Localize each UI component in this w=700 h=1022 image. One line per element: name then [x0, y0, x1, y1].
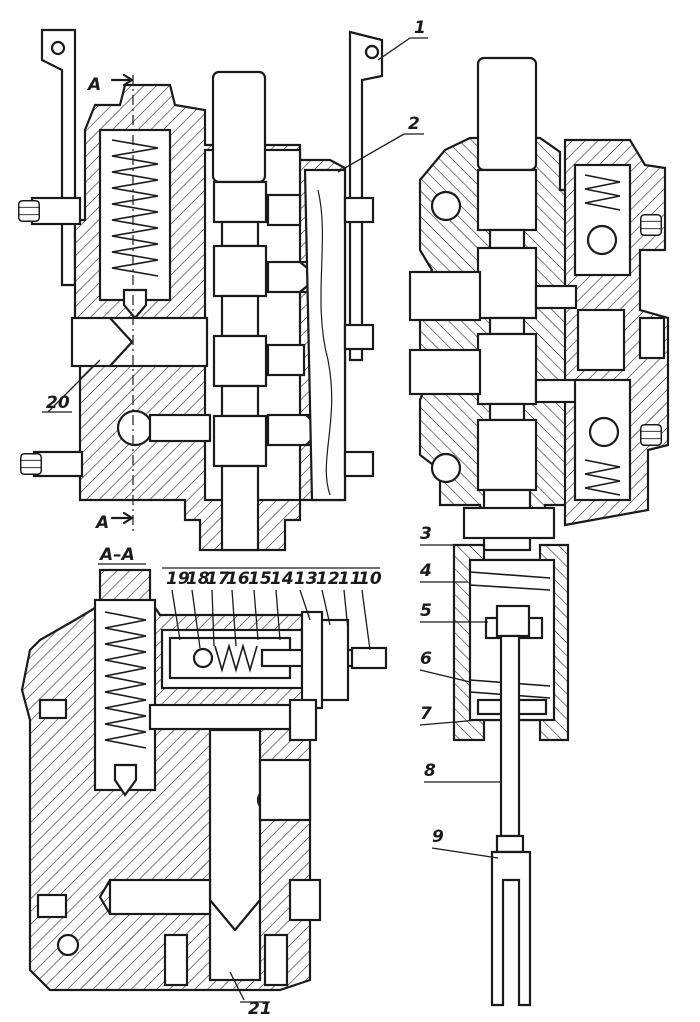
callout-12: 12: [316, 569, 340, 589]
section-mark-bottom: A: [94, 513, 109, 533]
lever-pivot: [364, 44, 380, 60]
aa-vertical-channel: [208, 728, 262, 982]
callout-8: 8: [424, 761, 436, 781]
callout-10: 10: [358, 569, 382, 589]
callout-19: 19: [166, 569, 190, 589]
callout-21: 21: [248, 999, 272, 1019]
aa-upper-channel: [148, 703, 312, 731]
cover-wave: [317, 189, 333, 496]
callout-9: 9: [432, 827, 444, 847]
aa-holes: [36, 698, 322, 987]
aa-horizontal-channel: [108, 878, 212, 916]
lower-check-spring: [584, 459, 621, 496]
section-mark-top: A: [86, 75, 101, 95]
return-spring-upper: [469, 571, 551, 699]
relief-spring: [111, 139, 159, 277]
callout-labels: 1 2 3 4 5 6 7 8 9 10 11 12 13 14 1: [42, 18, 500, 1019]
lock-cap: [300, 610, 324, 710]
pressure-channel: [70, 316, 209, 368]
rod-nut: [495, 834, 525, 854]
cross-bore: [116, 409, 154, 447]
callout-17: 17: [206, 569, 230, 589]
section-arrow-top: [110, 73, 134, 87]
control-rod: [499, 634, 521, 838]
lower-check-ball: [588, 416, 620, 448]
callout-15: 15: [248, 569, 272, 589]
left-lever-plate: [40, 28, 77, 287]
aa-spring-cavity: [93, 598, 157, 792]
upper-check-ball: [586, 224, 618, 256]
callout-13: 13: [294, 569, 318, 589]
aa-relief-spring: [104, 611, 147, 749]
upper-check-cavity: [573, 163, 632, 277]
check-block-bolts: [638, 213, 666, 447]
plunger-sleeve: [168, 636, 292, 680]
callout-3: 3: [420, 524, 432, 544]
callout-5: 5: [420, 601, 432, 621]
right-cover: [303, 168, 347, 502]
callout-14: 14: [270, 569, 294, 589]
spring-cup-top: [462, 506, 556, 540]
check-plunger: [576, 308, 626, 372]
spool: [212, 180, 268, 552]
channel-tip: [108, 316, 134, 368]
side-section-view: [408, 56, 670, 1007]
relief-valve-cone: [122, 288, 148, 320]
callout-18: 18: [186, 569, 210, 589]
callout-1: 1: [414, 18, 426, 38]
plunger-head: [350, 646, 388, 670]
lower-channel: [148, 413, 212, 443]
callout-16: 16: [226, 569, 250, 589]
callout-11: 11: [338, 569, 362, 589]
callout-20: 20: [46, 393, 70, 413]
lever-pivot: [50, 40, 66, 56]
control-fork: [490, 850, 532, 1007]
callout-6: 6: [420, 649, 432, 669]
aa-channel-tip: [208, 898, 262, 932]
plunger-spring: [214, 643, 258, 673]
section-aa-view: A–A: [20, 545, 388, 992]
plunger-ball: [192, 647, 214, 669]
aa-channel-left-tip: [98, 878, 112, 916]
callout-7: 7: [420, 704, 432, 724]
front-section-view: A A: [18, 28, 384, 552]
spool-end-plug: [495, 604, 531, 638]
callout-2: 2: [408, 114, 420, 134]
spring-cavity: [98, 128, 172, 302]
section-title: A–A: [98, 545, 135, 565]
upper-check-spring: [584, 174, 621, 211]
spool-rod-top: [211, 70, 267, 184]
callout-4: 4: [419, 561, 432, 581]
right-lever-plate: [348, 30, 384, 362]
section-arrow-bottom: [110, 511, 134, 525]
side-spool-rod-top: [476, 56, 538, 172]
side-ports: [408, 190, 578, 484]
right-bolts: [343, 196, 375, 478]
side-spool: [476, 168, 538, 552]
left-bolts: [18, 196, 84, 478]
aa-valve-cone: [113, 763, 138, 797]
